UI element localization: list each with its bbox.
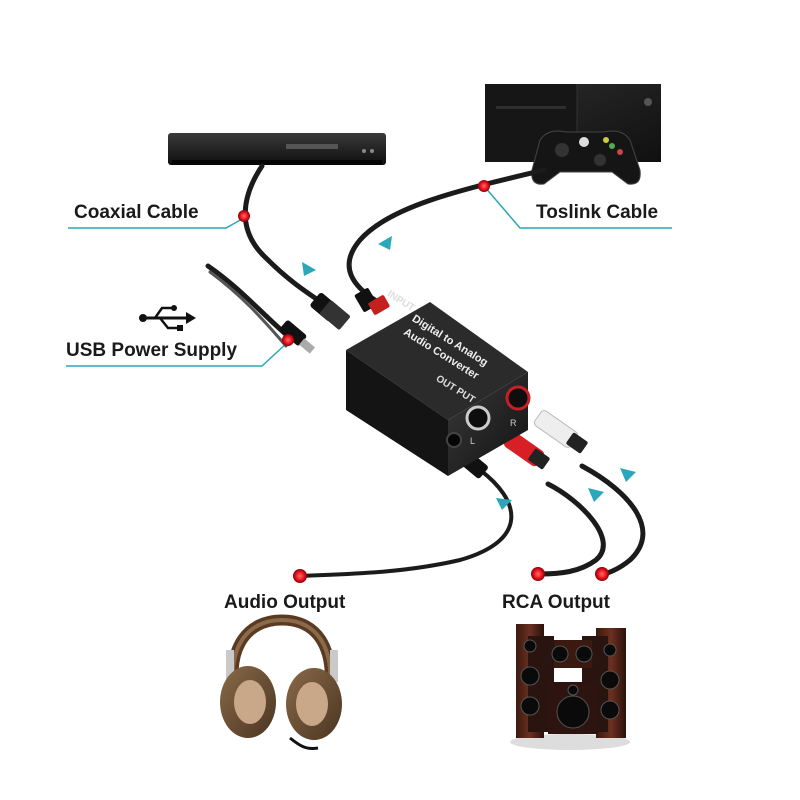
- usb-leader-line: [66, 341, 289, 367]
- game-console-icon: [485, 84, 661, 185]
- rca-output-label: RCA Output: [502, 592, 610, 613]
- rca-white-cable: [579, 463, 646, 577]
- leader-lines: [66, 185, 672, 367]
- dvd-player-icon: [168, 133, 386, 165]
- coaxial-cable: [242, 163, 345, 321]
- usb-cable: [205, 263, 293, 341]
- toslink-arrow: [378, 236, 392, 250]
- converter-channel-right: R: [510, 418, 517, 428]
- rca-red-arrow: [588, 488, 604, 502]
- rca-white-dot: [595, 567, 609, 581]
- direction-arrows: [302, 236, 636, 510]
- toslink-leader-line: [483, 185, 672, 229]
- headphone-arrow: [496, 498, 512, 510]
- converter-input-label: INPUT: [385, 289, 416, 314]
- headphone-icon: [220, 614, 342, 750]
- toslink-dot: [478, 180, 490, 192]
- coaxial-dot: [238, 210, 250, 222]
- usb-power-supply-label: USB Power Supply: [66, 340, 238, 361]
- coaxial-leader-line: [68, 217, 245, 229]
- toslink-cable-label: Toslink Cable: [536, 202, 659, 223]
- rca-red-dot: [531, 567, 545, 581]
- usb-cable-shadow: [208, 270, 288, 348]
- audio-output-dot: [293, 569, 307, 583]
- headphone-cable: [298, 468, 514, 578]
- usb-icon: [139, 305, 196, 331]
- speaker-system-icon: [510, 624, 630, 750]
- connectors: [279, 288, 588, 479]
- toslink-cable: [346, 167, 547, 305]
- converter-box: INPUT Digital to Analog Audio Converter …: [346, 289, 531, 476]
- converter-channel-left: L: [470, 436, 475, 446]
- rca-red-cable: [537, 481, 606, 577]
- usb-dot: [282, 334, 294, 346]
- coaxial-cable-label: Coaxial Cable: [74, 202, 199, 223]
- rca-white-arrow: [620, 468, 636, 482]
- coaxial-arrow: [302, 262, 316, 276]
- marker-dots: [238, 180, 609, 583]
- audio-output-label: Audio Output: [224, 592, 346, 613]
